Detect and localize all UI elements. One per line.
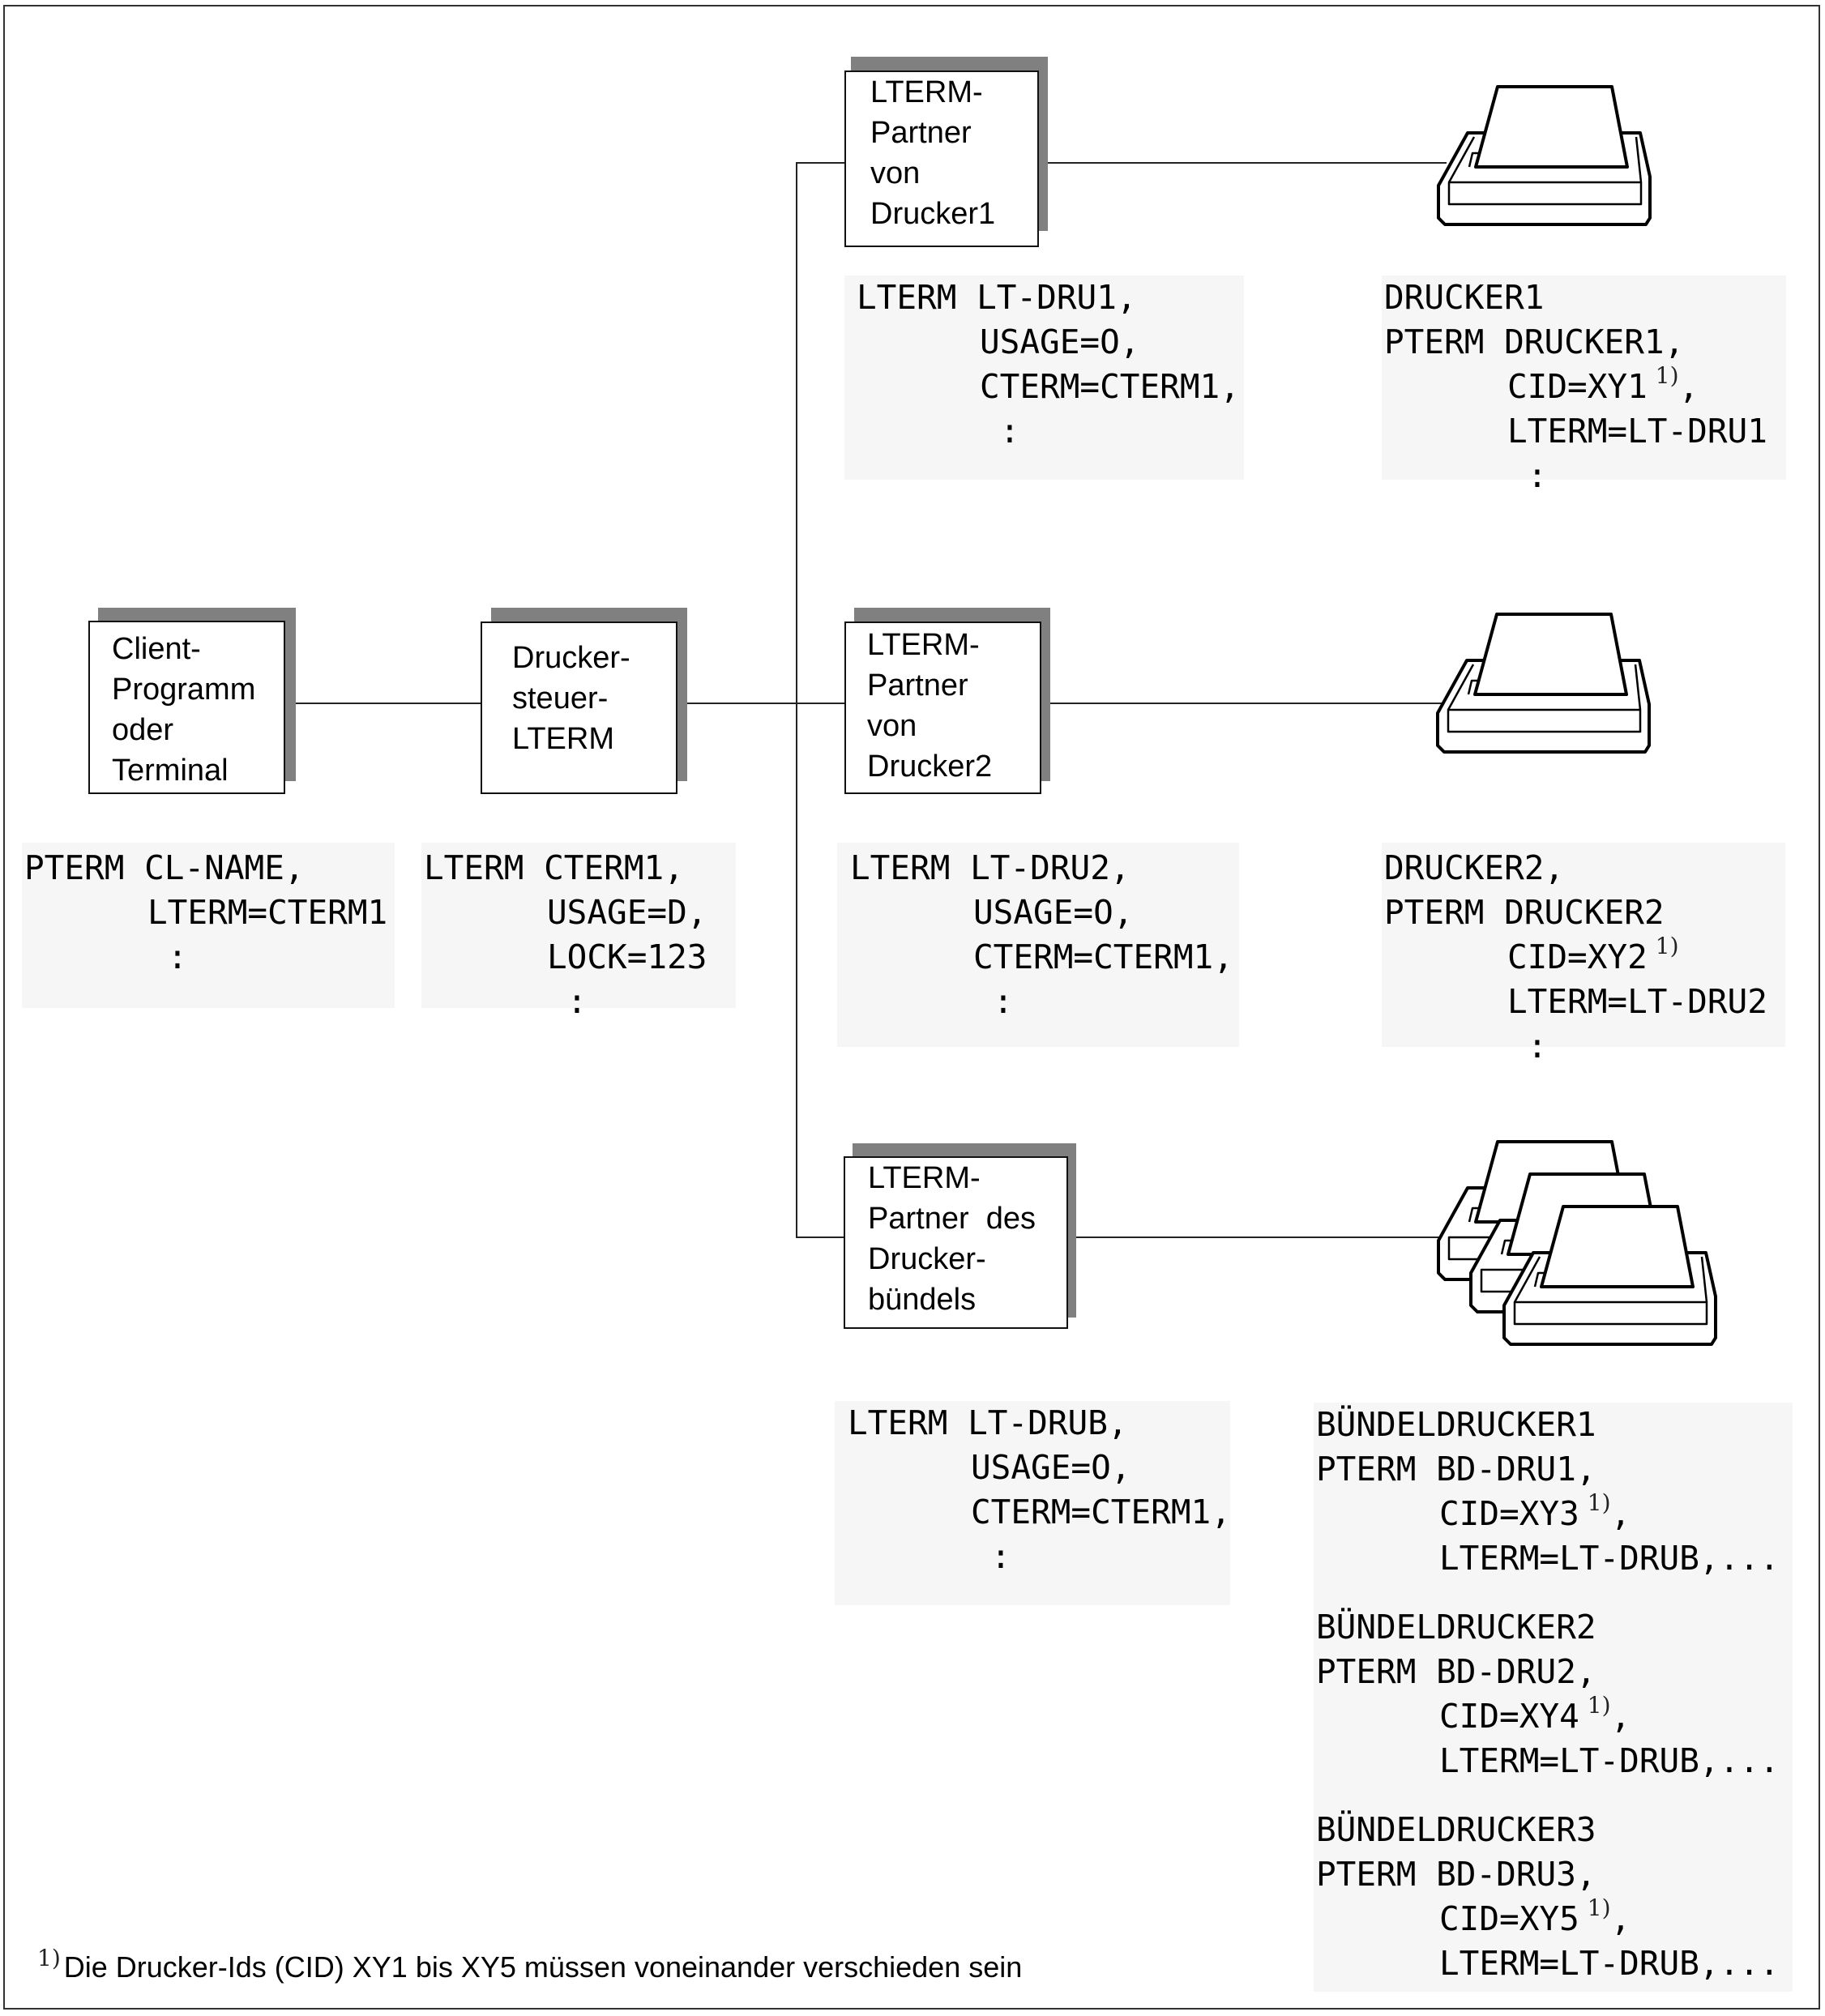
connector-control-to-branch — [687, 703, 844, 704]
code-line: : — [973, 982, 1014, 1021]
code-line: CTERM=CTERM1, — [971, 1493, 1231, 1531]
box-line: Drucker2 — [867, 750, 993, 784]
box-line: LTERM — [512, 722, 614, 756]
box-line: oder — [112, 713, 174, 747]
code-line: LTERM LT-DRUB, — [848, 1403, 1128, 1442]
code-line: PTERM BD-DRU1, — [1316, 1450, 1596, 1489]
box-line: von — [870, 156, 921, 190]
code-block-client-pterm: PTERM CL-NAME, LTERM=CTERM1 : — [22, 843, 395, 1008]
printer-bundle-icon — [1437, 1140, 1717, 1346]
code-line: LTERM LT-DRU2, — [850, 848, 1130, 887]
spacer — [1316, 1581, 1793, 1605]
footnote-mark: 1) — [1587, 1692, 1611, 1719]
code-line: PTERM DRUCKER1, — [1384, 322, 1685, 361]
code-line: : — [1507, 456, 1548, 495]
code-line: PTERM CL-NAME, — [24, 848, 305, 887]
box-line: LTERM- — [867, 628, 980, 662]
footnote-mark: 1) — [1655, 362, 1679, 389]
footnote-mark: 1) — [37, 1945, 61, 1971]
box-line: steuer- — [512, 681, 609, 715]
diagram-frame — [3, 5, 1820, 2010]
code-line: : — [980, 412, 1020, 451]
lterm-partner-drucker1-box: LTERM- Partner von Drucker1 — [844, 70, 1039, 247]
printer-icon — [1437, 85, 1652, 226]
code-block-lterm-drub: LTERM LT-DRUB, USAGE=O, CTERM=CTERM1, : — [835, 1401, 1231, 1605]
code-line: PTERM BD-DRU2, — [1316, 1652, 1596, 1691]
box-line: Terminal — [112, 754, 229, 788]
code-line: USAGE=O, — [971, 1448, 1131, 1487]
box-line: Programm — [112, 673, 256, 707]
code-line: LTERM=LT-DRU1 — [1507, 412, 1767, 451]
box-line: Partner — [867, 668, 968, 703]
client-program-box: Client- Programm oder Terminal — [88, 621, 285, 794]
code-line: BÜNDELDRUCKER3 — [1316, 1810, 1596, 1849]
code-line: LTERM LT-DRU1, — [857, 278, 1137, 317]
box-line: Partner — [870, 116, 972, 150]
footnote-mark: 1) — [1655, 933, 1679, 959]
code-line: : — [147, 938, 188, 976]
lterm-partner-drucker2-box: LTERM- Partner von Drucker2 — [844, 621, 1041, 794]
code-line: : — [971, 1537, 1011, 1576]
box-line: bündels — [868, 1283, 977, 1317]
code-line: LOCK=123 — [547, 938, 707, 976]
connector-partner1-to-printer1 — [1048, 162, 1447, 164]
code-line: LTERM=CTERM1 — [147, 893, 388, 932]
code-block-control-lterm: LTERM CTERM1, USAGE=D, LOCK=123 : — [421, 843, 736, 1021]
box-line: Partner des — [868, 1202, 1036, 1236]
box-line: Client- — [112, 632, 201, 666]
connector-bundle-to-printers — [1076, 1237, 1447, 1238]
code-line: DRUCKER2, — [1384, 848, 1565, 887]
code-line: DRUCKER1 — [1384, 278, 1545, 317]
code-line: BÜNDELDRUCKER2 — [1316, 1608, 1596, 1647]
footnote: 1)Die Drucker-Ids (CID) XY1 bis XY5 müss… — [37, 1945, 1022, 1984]
footnote-mark: 1) — [1587, 1894, 1611, 1921]
spacer — [1316, 1783, 1793, 1808]
box-line: Drucker- — [512, 641, 630, 675]
connector-branch-to-bundle — [796, 1237, 844, 1238]
code-line: USAGE=D, — [547, 893, 707, 932]
connector-branch-to-partner1 — [796, 162, 844, 164]
box-line: von — [867, 709, 917, 743]
code-line: BÜNDELDRUCKER1 — [1316, 1405, 1596, 1444]
box-line: Drucker1 — [870, 197, 996, 231]
code-line: PTERM DRUCKER2 — [1384, 893, 1665, 932]
code-line: : — [547, 982, 588, 1021]
code-line: LTERM=LT-DRU2 — [1507, 982, 1767, 1021]
printer-icon — [1436, 613, 1651, 754]
code-line: USAGE=O, — [973, 893, 1134, 932]
code-block-lterm-dru1: LTERM LT-DRU1, USAGE=O, CTERM=CTERM1, : — [844, 275, 1244, 480]
printer-control-lterm-box: Drucker- steuer- LTERM — [481, 621, 677, 794]
code-line: LTERM=LT-DRUB,... — [1439, 1944, 1780, 1983]
box-line: LTERM- — [870, 75, 983, 109]
code-line: LTERM=LT-DRUB,... — [1439, 1741, 1780, 1780]
lterm-partner-bundle-box: LTERM- Partner des Drucker- bündels — [844, 1156, 1068, 1329]
code-line: CTERM=CTERM1, — [980, 367, 1240, 406]
code-line: : — [1507, 1027, 1548, 1066]
footnote-mark: 1) — [1587, 1489, 1611, 1516]
box-line: LTERM- — [868, 1161, 981, 1195]
code-line: USAGE=O, — [980, 322, 1140, 361]
code-line: LTERM CTERM1, — [424, 848, 684, 887]
connector-client-to-control — [296, 703, 481, 704]
code-line: PTERM BD-DRU3, — [1316, 1855, 1596, 1894]
code-block-lterm-dru2: LTERM LT-DRU2, USAGE=O, CTERM=CTERM1, : — [837, 843, 1239, 1047]
footnote-text: Die Drucker-Ids (CID) XY1 bis XY5 müssen… — [63, 1950, 1023, 1984]
box-line: Drucker- — [868, 1242, 986, 1276]
connector-partner2-to-printer2 — [1050, 703, 1446, 704]
code-line: CTERM=CTERM1, — [973, 938, 1233, 976]
connector-branch-trunk — [796, 162, 797, 1237]
code-line: LTERM=LT-DRUB,... — [1439, 1539, 1780, 1578]
printer-front — [1502, 1205, 1717, 1346]
